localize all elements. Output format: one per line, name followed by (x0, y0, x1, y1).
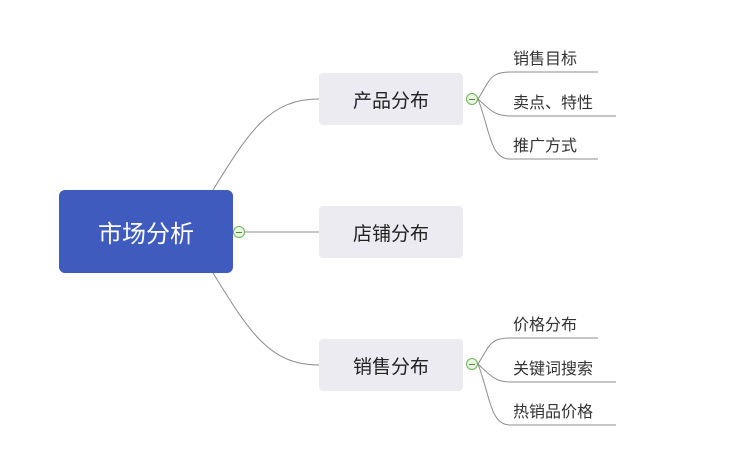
edge-product-leaf-1 (477, 98, 616, 117)
root-collapse-icon[interactable] (233, 226, 245, 238)
branch-node-product[interactable]: 产品分布 (319, 73, 463, 125)
root-label: 市场分析 (98, 220, 194, 248)
edge-sales-leaf-2 (477, 363, 616, 426)
leaf-sales-target[interactable]: 销售目标 (513, 49, 578, 68)
root-node[interactable]: 市场分析 (59, 190, 233, 273)
edge-product-leaf-0 (477, 71, 598, 100)
edge-product-leaf-2 (477, 98, 598, 160)
leaf-price-distribution[interactable]: 价格分布 (513, 315, 578, 334)
branch-node-store[interactable]: 店铺分布 (319, 206, 463, 258)
branch-node-sales[interactable]: 销售分布 (319, 339, 463, 391)
edge-root-product (212, 98, 320, 191)
leaf-keyword-search[interactable]: 关键词搜索 (513, 359, 594, 378)
branch-label: 产品分布 (352, 89, 429, 112)
leaf-promotion[interactable]: 推广方式 (513, 136, 578, 155)
edge-root-sales (212, 272, 320, 366)
edge-sales-leaf-1 (477, 363, 616, 383)
branch-sales-collapse-icon[interactable] (466, 358, 478, 370)
branch-product-collapse-icon[interactable] (466, 93, 478, 105)
leaf-selling-points[interactable]: 卖点、特性 (513, 93, 594, 112)
edge-sales-leaf-0 (477, 337, 598, 365)
branch-label: 销售分布 (352, 355, 429, 378)
branch-label: 店铺分布 (352, 222, 429, 245)
leaf-hot-price[interactable]: 热销品价格 (513, 402, 594, 421)
